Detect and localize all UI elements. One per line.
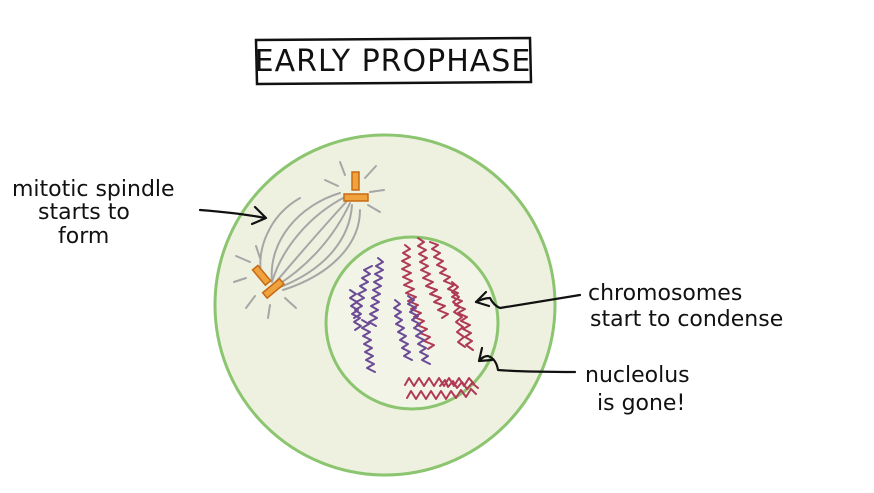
labels: mitotic spindle starts to form chromosom… bbox=[12, 177, 783, 416]
title-frame bbox=[254, 36, 533, 86]
spindle-fiber bbox=[275, 202, 351, 287]
nucleolus-arrowhead bbox=[477, 346, 494, 363]
spindle-fiber bbox=[270, 192, 341, 283]
nucleolus-label-line-1: nucleolus bbox=[585, 363, 690, 388]
centriole bbox=[343, 193, 369, 202]
aster-top bbox=[324, 161, 385, 213]
chromosomes bbox=[349, 237, 479, 400]
spindle-fiber bbox=[282, 209, 361, 291]
nucleolus-label-line-2: is gone! bbox=[597, 391, 685, 416]
chromosomes-label-line-1: chromosomes bbox=[588, 281, 742, 306]
chromosomes-label-line-2: start to condense bbox=[590, 307, 783, 332]
chromosome-purple bbox=[368, 257, 384, 327]
chromosome-purple bbox=[349, 289, 362, 331]
chromosomes-arrowhead bbox=[474, 290, 491, 308]
chromosomes-arrow bbox=[474, 293, 582, 310]
chromosome-purple bbox=[407, 295, 431, 365]
spindle-arrowhead bbox=[250, 205, 268, 226]
chromosome-purple bbox=[361, 319, 376, 373]
aster-bottom bbox=[233, 245, 297, 319]
annotation-arrows bbox=[198, 205, 582, 374]
spindle-fiber bbox=[277, 204, 353, 289]
spindle-label-line-3: form bbox=[58, 224, 109, 249]
chromosome-red bbox=[451, 281, 466, 348]
nucleolus-arrow bbox=[478, 354, 577, 374]
spindle-fiber bbox=[271, 196, 346, 283]
title-text: EARLY PROPHASE bbox=[255, 44, 532, 79]
centriole bbox=[261, 277, 286, 300]
chromosome-purple bbox=[393, 299, 413, 361]
spindle-label-line-1: mitotic spindle bbox=[12, 177, 175, 202]
spindle-fiber bbox=[273, 199, 349, 285]
spindle-arrow bbox=[198, 208, 267, 220]
spindle-label-line-2: starts to bbox=[38, 200, 130, 225]
title-box: EARLY PROPHASE bbox=[254, 36, 533, 86]
centrosome-top bbox=[343, 171, 369, 202]
chromosome-red bbox=[439, 379, 479, 390]
centriole bbox=[351, 171, 360, 191]
chromosome-red bbox=[417, 237, 449, 319]
centrosome-bottom bbox=[251, 264, 286, 300]
centriole bbox=[251, 264, 272, 287]
chromosome-red bbox=[406, 388, 477, 400]
